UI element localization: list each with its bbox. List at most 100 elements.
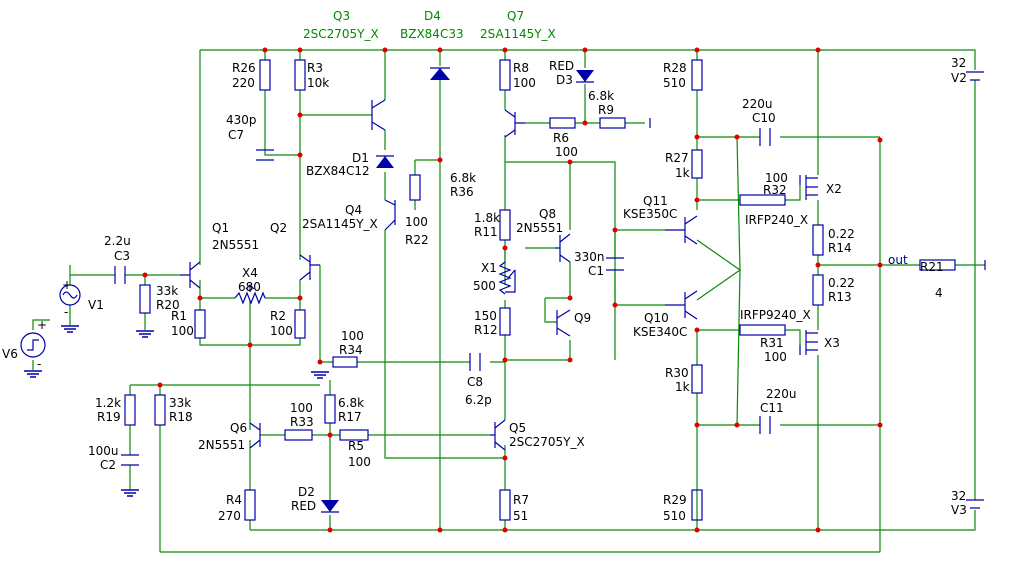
components-r5-name-label: R5 bbox=[348, 439, 364, 453]
polarity-plus-label: + bbox=[37, 318, 47, 332]
components-r4-value-label: 270 bbox=[218, 509, 241, 523]
components-r34-name-label: R34 bbox=[339, 343, 363, 357]
components-r21-name-label: R21 bbox=[920, 260, 944, 274]
components-v2-name-label: V2 bbox=[951, 71, 967, 85]
components-r29-name-label: R29 bbox=[663, 493, 687, 507]
components-r27-name-label: R27 bbox=[665, 151, 689, 165]
components-r22-value-label: 100 bbox=[405, 215, 428, 229]
components-c1-name-label: C1 bbox=[588, 264, 604, 278]
components-r27-value-label: 1k bbox=[675, 166, 690, 180]
components-c8-value-label: 6.2p bbox=[465, 393, 492, 407]
components-c10-value-label: 220u bbox=[742, 97, 773, 111]
components-r7-value-label: 51 bbox=[513, 509, 528, 523]
components-r21-value-label: 4 bbox=[935, 286, 943, 300]
polarity-plus-label: + bbox=[62, 278, 72, 292]
components-x3-model-label: IRFP9240_X bbox=[740, 308, 811, 322]
components-r32-value-label: 100 bbox=[765, 171, 788, 185]
components-q4-name-label: Q4 bbox=[345, 203, 362, 217]
components-r17-value-label: 6.8k bbox=[338, 396, 364, 410]
components-c3-value-label: 2.2u bbox=[104, 234, 131, 248]
components-r26-name-label: R26 bbox=[232, 61, 256, 75]
components-r36-value-label: 6.8k bbox=[450, 171, 476, 185]
components-r20-value-label: 33k bbox=[156, 284, 178, 298]
components-r18-name-label: R18 bbox=[169, 410, 193, 424]
polarity-minus-label: - bbox=[64, 305, 68, 319]
nets-out-label: out bbox=[888, 253, 908, 267]
components-r12-value-label: 150 bbox=[474, 309, 497, 323]
components-r4-name-label: R4 bbox=[226, 493, 242, 507]
components-r9-value-label: 6.8k bbox=[588, 89, 614, 103]
components-d3-name-label: D3 bbox=[556, 73, 573, 87]
components-r2-value-label: 100 bbox=[270, 324, 293, 338]
components-q8-model-label: 2N5551 bbox=[516, 221, 563, 235]
components-r20-name-label: R20 bbox=[156, 298, 180, 312]
components-c7-name-label: C7 bbox=[228, 128, 244, 142]
components-q6-model-label: 2N5551 bbox=[198, 438, 245, 452]
components-r11-value-label: 1.8k bbox=[474, 211, 500, 225]
components-q8-name-label: Q8 bbox=[539, 207, 556, 221]
components-c11-name-label: C11 bbox=[760, 401, 784, 415]
diodes bbox=[321, 67, 594, 513]
components-v1-name-label: V1 bbox=[88, 298, 104, 312]
components-x2-model-label: IRFP240_X bbox=[745, 213, 808, 227]
components-q1-model-label: 2N5551 bbox=[212, 238, 259, 252]
components-c2-name-label: C2 bbox=[100, 458, 116, 472]
components-r5-value-label: 100 bbox=[348, 455, 371, 469]
components-x4-value-label: 680 bbox=[238, 280, 261, 294]
components-r13-name-label: R13 bbox=[828, 290, 852, 304]
components-r1-value-label: 100 bbox=[171, 324, 194, 338]
components-r11-name-label: R11 bbox=[474, 225, 498, 239]
components-c8-name-label: C8 bbox=[467, 375, 483, 389]
components-r8-name-label: R8 bbox=[513, 61, 529, 75]
components-v3-name-label: V3 bbox=[951, 503, 967, 517]
junctions bbox=[142, 47, 883, 533]
components-q11-model-label: KSE350C bbox=[623, 207, 677, 221]
components-r3-name-label: R3 bbox=[307, 61, 323, 75]
components-r19-name-label: R19 bbox=[97, 410, 121, 424]
components-r7-name-label: R7 bbox=[513, 493, 529, 507]
components-r19-value-label: 1.2k bbox=[95, 396, 121, 410]
components-x1-name-label: X1 bbox=[481, 261, 497, 275]
components-r31-value-label: 100 bbox=[764, 350, 787, 364]
components-r13-value-label: 0.22 bbox=[828, 276, 855, 290]
components-q9-name-label: Q9 bbox=[574, 311, 591, 325]
components-q1-name-label: Q1 bbox=[212, 221, 229, 235]
components-r31-name-label: R31 bbox=[760, 336, 784, 350]
sources bbox=[20, 71, 986, 509]
components-c11-value-label: 220u bbox=[766, 387, 797, 401]
components-q3-name-label: Q3 bbox=[333, 9, 350, 23]
components-r14-value-label: 0.22 bbox=[828, 227, 855, 241]
components-d4-model-label: BZX84C33 bbox=[400, 27, 464, 41]
components-r12-name-label: R12 bbox=[474, 323, 498, 337]
components-r14-name-label: R14 bbox=[828, 241, 852, 255]
components-c1-value-label: 330n bbox=[574, 250, 605, 264]
components-r18-value-label: 33k bbox=[169, 396, 191, 410]
capacitors bbox=[114, 128, 771, 466]
components-r30-value-label: 1k bbox=[675, 380, 690, 394]
components-r22-name-label: R22 bbox=[405, 233, 429, 247]
components-q5-name-label: Q5 bbox=[509, 421, 526, 435]
components-r30-name-label: R30 bbox=[665, 366, 689, 380]
polarity-minus-label: - bbox=[37, 357, 41, 371]
components-r29-value-label: 510 bbox=[663, 509, 686, 523]
components-q2-label-label: Q2 bbox=[270, 221, 287, 235]
components-d1-name-label: D1 bbox=[352, 151, 369, 165]
components-c7-value-label: 430p bbox=[226, 113, 257, 127]
components-r33-value-label: 100 bbox=[290, 401, 313, 415]
components-r9-name-label: R9 bbox=[598, 103, 614, 117]
components-x4-name-label: X4 bbox=[242, 266, 258, 280]
components-q11-name-label: Q11 bbox=[643, 194, 668, 208]
components-q3-model-label: 2SC2705Y_X bbox=[303, 27, 379, 41]
components-c2-value-label: 100u bbox=[88, 444, 119, 458]
components-q10-model-label: KSE340C bbox=[633, 325, 687, 339]
components-v3-value-label: 32 bbox=[951, 489, 966, 503]
components-q7-name-label: Q7 bbox=[507, 9, 524, 23]
labels: Q3 2SC2705Y_X D4 BZX84C33 Q7 2SA1145Y_X … bbox=[2, 9, 967, 523]
components-x2-name-label: X2 bbox=[826, 182, 842, 196]
components-q6-name-label: Q6 bbox=[230, 421, 247, 435]
components-r26-value-label: 220 bbox=[232, 76, 255, 90]
components-r17-name-label: R17 bbox=[338, 410, 362, 424]
wires bbox=[32, 49, 985, 553]
